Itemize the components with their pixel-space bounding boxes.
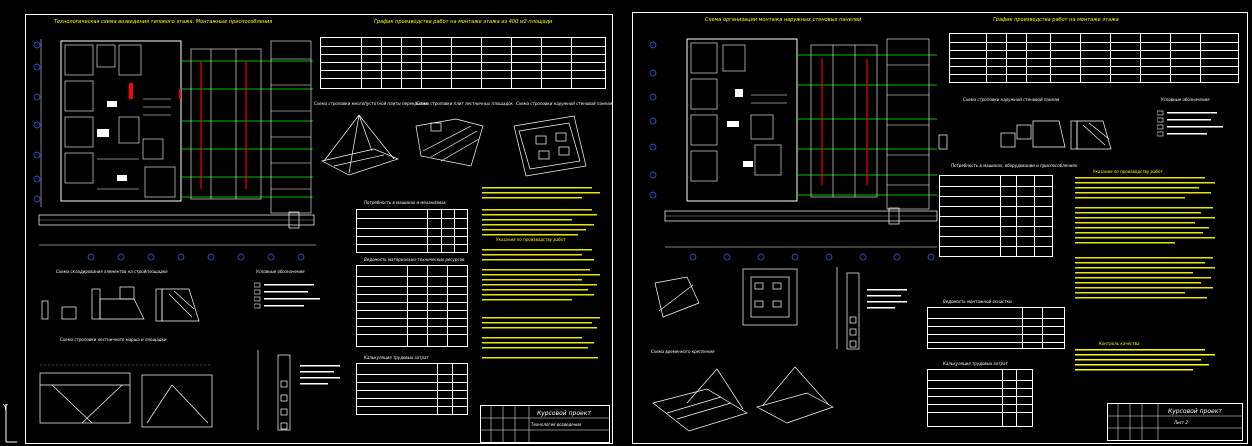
materials-table[interactable] xyxy=(927,307,1065,349)
materials-title: Ведомость материально-технических ресурс… xyxy=(364,257,465,262)
panel-elevation-drawing[interactable] xyxy=(647,263,847,343)
table-title: График производства работ на монтаже эта… xyxy=(374,19,553,25)
sling-caption: Схема строповки многопустотной плиты пер… xyxy=(314,101,428,106)
tech-notes-title: Указания по производству работ xyxy=(496,237,566,242)
labor-table[interactable] xyxy=(356,363,468,415)
plan-title: Схема организации монтажа наружных стено… xyxy=(705,17,862,23)
tie-caption: Схема временного крепления xyxy=(651,349,715,354)
materials-title: Ведомость монтажной оснастки xyxy=(943,299,1012,304)
plan-title: Технологическая схема возведения типовог… xyxy=(54,19,273,25)
legend-symbols xyxy=(254,282,320,309)
labor-title: Калькуляция трудовых затрат xyxy=(943,361,1008,366)
sling-caption: Схема строповки наружной стеновой панели xyxy=(963,97,1060,102)
legend-caption: Условные обозначения xyxy=(256,269,305,274)
floor-plan-drawing[interactable] xyxy=(31,29,321,269)
lower-caption: Схема строповки лестничного марша и площ… xyxy=(60,337,167,342)
drawing-sheet-2[interactable]: Схема организации монтажа наружных стено… xyxy=(632,12,1248,444)
quality-text xyxy=(1075,349,1215,371)
wall-panel-drawing[interactable] xyxy=(504,111,594,181)
sling-stair-drawing[interactable] xyxy=(411,111,491,176)
schedule-table[interactable] xyxy=(949,33,1239,83)
table-title: График производства работ на монтаже эта… xyxy=(993,17,1119,23)
tech-notes-text xyxy=(482,187,600,359)
title-block-stamp[interactable]: Курсовой проект Лист 2 xyxy=(1107,403,1243,441)
drawing-sheet-1[interactable]: Технологическая схема возведения типовог… xyxy=(25,14,613,444)
labor-table[interactable] xyxy=(927,369,1033,427)
quality-title: Контроль качества xyxy=(1099,341,1140,346)
storage-drawing[interactable] xyxy=(933,107,1153,157)
needs-title: Потребность в машинах и механизмах xyxy=(364,200,446,205)
stamp-subtitle: Технология возведения xyxy=(531,422,582,427)
needs-title: Потребность в машинах, оборудовании и пр… xyxy=(951,163,1078,168)
svg-text:Y: Y xyxy=(2,403,8,412)
storage-caption: Схема складирования элементов на стройпл… xyxy=(56,269,168,274)
legend-symbols xyxy=(1157,110,1223,137)
storage-drawing[interactable] xyxy=(34,279,234,329)
stamp-title: Курсовой проект xyxy=(537,410,591,417)
title-block-stamp[interactable]: Курсовой проект Технология возведения xyxy=(480,405,610,443)
stamp-title: Курсовой проект xyxy=(1168,408,1222,415)
stamp-subtitle: Лист 2 xyxy=(1174,420,1188,425)
machines-table[interactable] xyxy=(939,175,1053,257)
materials-table[interactable] xyxy=(356,265,468,347)
ucs-axes-icon: Y xyxy=(2,403,17,443)
schedule-table[interactable] xyxy=(320,37,606,89)
labor-title: Калькуляция трудовых затрат xyxy=(364,355,429,360)
legend-caption: Условные обозначения xyxy=(1161,97,1210,102)
stair-sling-drawing[interactable] xyxy=(32,345,232,435)
stair-sling-drawing[interactable] xyxy=(647,363,847,441)
tech-notes-title: Указания по производству работ xyxy=(1093,169,1163,174)
section-drawing[interactable] xyxy=(248,345,348,435)
section-drawing[interactable] xyxy=(829,263,919,353)
panel-caption: Схема строповки наружной стеновой панели xyxy=(516,101,613,106)
sling-slab-drawing[interactable] xyxy=(314,111,404,181)
tie-caption: Схема строповки плит лестничных площадок xyxy=(416,101,513,106)
tech-notes-text xyxy=(1075,177,1215,299)
floor-plan-drawing[interactable] xyxy=(647,25,947,265)
machines-table[interactable] xyxy=(356,209,468,253)
